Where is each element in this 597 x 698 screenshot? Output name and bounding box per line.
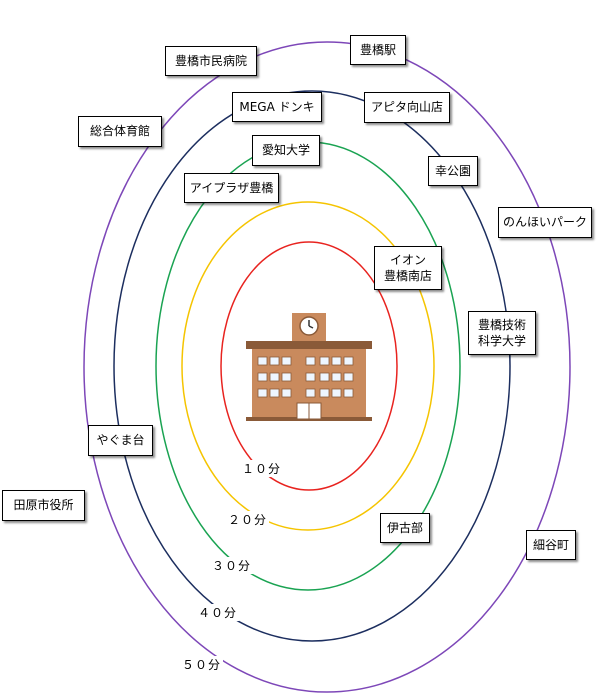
building-window xyxy=(305,372,316,382)
building-window xyxy=(331,356,342,366)
building-window xyxy=(319,356,330,366)
ring-10-min xyxy=(220,241,398,491)
place-aichi-univ: 愛知大学 xyxy=(252,135,320,166)
place-label: 幸公園 xyxy=(434,163,471,178)
place-label: アピタ向山店 xyxy=(370,100,443,115)
ring-label-30: ３０分 xyxy=(210,557,254,574)
place-ikobe: 伊古部 xyxy=(380,513,430,543)
place-label: のんほいパーク xyxy=(502,215,587,230)
place-label: 豊橋駅 xyxy=(359,42,396,57)
building-window xyxy=(319,372,330,382)
place-label: 細谷町 xyxy=(532,537,569,552)
place-yagumadai: やぐま台 xyxy=(88,425,153,456)
place-nonhoi-park: のんほいパーク xyxy=(498,207,592,238)
place-label: 豊橋市民病院 xyxy=(174,53,247,68)
place-hosoyacho: 細谷町 xyxy=(526,530,576,560)
place-label-line1: イオン xyxy=(389,252,426,267)
place-municipal-hospital: 豊橋市民病院 xyxy=(165,46,257,76)
place-label: 愛知大学 xyxy=(261,143,310,158)
place-sogo-taiikukan: 総合体育館 xyxy=(78,116,162,147)
ring-20-min xyxy=(181,201,435,531)
building-window xyxy=(331,372,342,382)
place-label-line2: 科学大学 xyxy=(477,334,526,348)
place-label: 総合体育館 xyxy=(89,124,150,139)
place-label-line1: 豊橋技術 xyxy=(477,317,526,332)
building-window xyxy=(257,356,268,366)
place-label-line2: 豊橋南店 xyxy=(383,269,432,283)
building-window xyxy=(343,372,354,382)
ring-40-min xyxy=(113,90,511,642)
building-window xyxy=(269,356,280,366)
building-window xyxy=(343,388,354,398)
building-window xyxy=(257,388,268,398)
building-window xyxy=(257,372,268,382)
building-window xyxy=(269,388,280,398)
building-window xyxy=(343,356,354,366)
place-label: やぐま台 xyxy=(96,433,145,448)
building-window xyxy=(281,372,292,382)
school-building-icon xyxy=(246,313,372,421)
place-tut: 豊橋技術 科学大学 xyxy=(468,311,536,355)
place-label: 田原市役所 xyxy=(13,498,74,513)
ring-label-50: ５０分 xyxy=(180,656,224,673)
place-tahara-city-hall: 田原市役所 xyxy=(2,490,85,521)
building-window xyxy=(281,356,292,366)
place-ivy-plaza: アイプラザ豊橋 xyxy=(184,173,279,203)
building-window xyxy=(269,372,280,382)
place-apita-mukouyama: アピタ向山店 xyxy=(364,92,450,123)
ring-50-min xyxy=(83,41,571,693)
ring-label-10: １０分 xyxy=(240,460,284,477)
place-label: 伊古部 xyxy=(386,520,423,535)
place-toyohashi-station: 豊橋駅 xyxy=(350,35,406,65)
place-mega-donki: MEGA ドンキ xyxy=(232,92,322,122)
place-label: アイプラザ豊橋 xyxy=(189,180,274,195)
building-window xyxy=(331,388,342,398)
building-window xyxy=(319,388,330,398)
building-window xyxy=(281,388,292,398)
ring-label-20: ２０分 xyxy=(226,511,270,528)
building-window xyxy=(305,388,316,398)
ring-label-40: ４０分 xyxy=(196,604,240,621)
place-label: MEGA ドンキ xyxy=(239,99,315,114)
place-aeon-minami: イオン 豊橋南店 xyxy=(374,246,442,290)
place-saiwai-park: 幸公園 xyxy=(428,156,478,186)
building-window xyxy=(305,356,316,366)
